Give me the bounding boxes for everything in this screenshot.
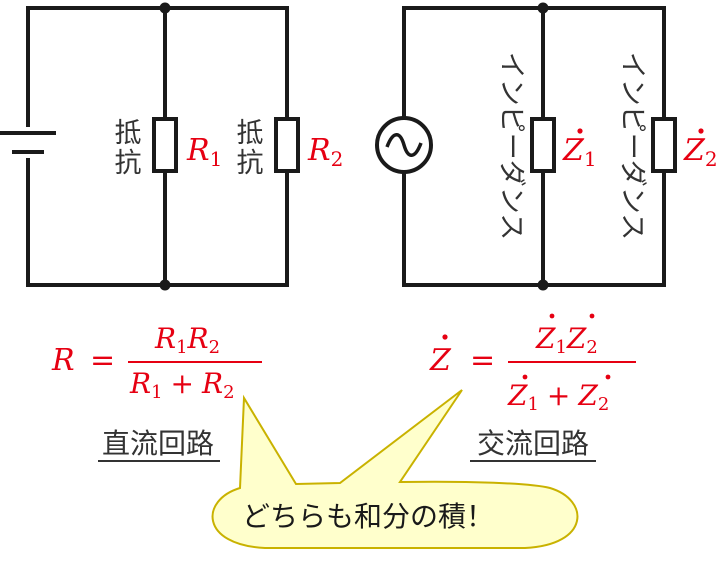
r1-type-label-top: 抵	[115, 118, 142, 149]
ac-den-b-dot	[605, 374, 611, 380]
dc-wire-outer	[26, 6, 289, 287]
impedance-z2	[651, 117, 677, 173]
dc-formula-lhs: R	[51, 343, 75, 378]
ac-formula: Z = Z1Z2 Z1+Z2 交流回路	[429, 313, 636, 462]
dc-caption: 直流回路	[102, 427, 214, 460]
dc-formula-denominator: R1+R2	[129, 367, 235, 403]
ac-formula-denominator: Z1+Z2	[507, 379, 609, 415]
ac-circuit: インピーダンス インピーダンス Z1 Z2	[375, 2, 718, 291]
battery-icon	[0, 131, 56, 154]
dc-formula: R = R1R2 R1+R2 直流回路	[51, 322, 262, 462]
z1-type-label: インピーダンス	[496, 52, 527, 240]
svg-text:Z2: Z2	[683, 133, 718, 171]
ac-junction-bottom	[537, 279, 549, 291]
imp1-text: インピーダンス	[496, 52, 527, 240]
dc-junction-bottom	[159, 279, 171, 291]
ac-lhs-dot	[442, 334, 448, 340]
r2-label: R2	[307, 133, 343, 171]
z2-type-label: インピーダンス	[617, 52, 648, 240]
z1-dot-accent	[577, 128, 583, 134]
dc-formula-eq: =	[90, 343, 115, 378]
z1-label: Z1	[562, 128, 597, 171]
ac-den-a-dot	[522, 374, 528, 380]
dc-junction-top	[159, 2, 171, 14]
callout-text: どちらも和分の積！	[242, 500, 494, 533]
impedance-z1	[530, 117, 556, 173]
ac-formula-numerator: Z1Z2	[535, 322, 598, 358]
z2-dot-accent	[698, 128, 704, 134]
imp2-text: インピーダンス	[617, 52, 648, 240]
ac-num-b-dot	[589, 313, 595, 319]
ac-caption: 交流回路	[477, 427, 589, 460]
dc-circuit: 抵 抗 抵 抗 R1 R2	[0, 2, 343, 291]
ac-wire-outer	[402, 6, 666, 287]
r2-type-label-top: 抵	[237, 118, 264, 149]
ac-junction-top	[537, 2, 549, 14]
dc-formula-numerator: R1R2	[154, 322, 220, 358]
ac-num-a-dot	[549, 313, 555, 319]
resistor-r1	[152, 117, 178, 173]
svg-text:Z1: Z1	[562, 133, 597, 171]
r1-type-label-bottom: 抗	[115, 148, 142, 179]
resistor-r2	[274, 117, 300, 173]
ac-formula-eq: =	[470, 343, 495, 378]
r2-type-label-bottom: 抗	[237, 148, 264, 179]
z2-label: Z2	[683, 128, 718, 171]
ac-source-icon	[375, 116, 433, 174]
ac-formula-lhs: Z	[429, 343, 452, 378]
callout-bubble: どちらも和分の積！	[211, 389, 579, 549]
r1-label: R1	[186, 133, 222, 171]
